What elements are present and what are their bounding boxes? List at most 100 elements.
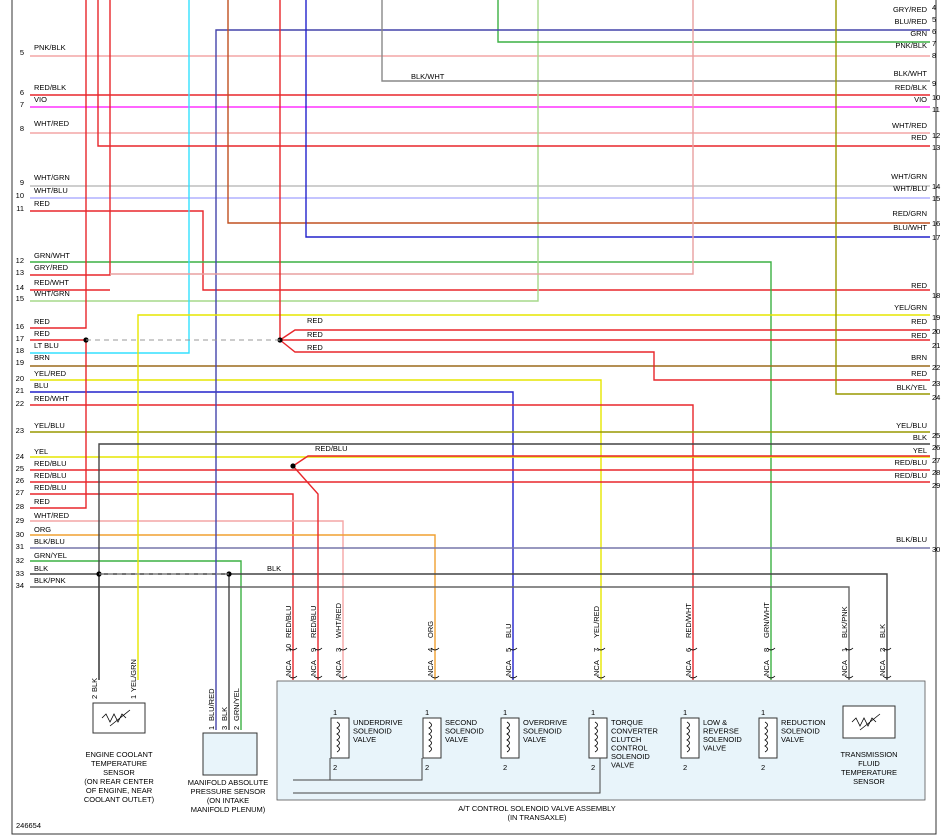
solenoid-label: SOLENOID [353,727,392,736]
right-pin-wire-label: RED/GRN [892,209,927,218]
solenoid-return [318,758,423,781]
ect-pin-number: 1 [129,695,138,699]
left-pin-wire-label: RED/BLK [34,83,66,92]
wire-blk-yel [835,0,930,395]
connector-nca-label: NCA [334,660,343,676]
connector-wire-label: RED/BLU [284,605,293,638]
connector-terminal [596,647,606,679]
left-connector-pins: 5PNK/BLK6RED/BLK7VIO8WHT/RED9WHT/GRN10WH… [16,43,71,590]
ect-wire-label: BLK [90,678,99,692]
wire-wht-grn-15 [30,0,539,302]
left-pin-number: 29 [16,516,24,525]
right-pin-wire-label: RED/BLU [894,471,927,480]
right-pin-number: 10 [932,93,940,102]
solenoid-label: TORQUE [611,718,643,727]
left-pin-number: 9 [20,178,24,187]
right-pin-number: 16 [932,219,940,228]
solenoid-pin-2: 2 [683,763,687,772]
wire-red-13 [97,0,930,147]
assembly-connector: NCA10RED/BLUNCA9RED/BLUNCA3WHT/REDNCA4OR… [284,602,892,679]
left-pin-number: 8 [20,124,24,133]
right-pin-wire-label: WHT/RED [892,121,928,130]
solenoid-pin-2: 2 [761,763,765,772]
right-pin-wire-label: BLU/WHT [893,223,927,232]
right-pin-number: 20 [932,327,940,336]
right-pin-number: 6 [932,27,936,36]
map-wire-label: GRN/YEL [232,688,241,721]
wire-red-11 [30,210,930,291]
figure-id: 246654 [16,821,41,830]
left-pin-number: 20 [16,374,24,383]
wire-wht-red-29 [30,520,344,680]
left-pin-number: 22 [16,399,24,408]
connector-pin-number: 1 [840,648,849,652]
wire-red-20 [279,329,930,341]
solenoid-label: VALVE [353,735,376,744]
ect-sensor-label: ENGINE COOLANT [85,750,153,759]
connector-terminal [313,647,323,679]
left-pin-number: 18 [16,346,24,355]
left-pin-number: 10 [16,191,24,200]
tft-sensor-label: TRANSMISSION [840,750,897,759]
map-sensor-body [202,732,258,776]
splice-label-red-a: RED [307,316,323,325]
right-pin-wire-label: GRN [910,29,927,38]
solenoid-label: SOLENOID [523,727,562,736]
left-pin-wire-label: BRN [34,353,50,362]
solenoid-pin-2: 2 [503,763,507,772]
solenoid-label: SECOND [445,718,478,727]
left-pin-wire-label: RED/WHT [34,394,69,403]
splice-label-red-b: RED [307,330,323,339]
left-pin-wire-label: YEL/BLU [34,421,65,430]
left-pin-number: 7 [20,100,24,109]
solenoid-label: CLUTCH [611,735,641,744]
assembly-subtitle: (IN TRANSAXLE) [507,813,567,822]
ect-sensor-label: OF ENGINE, NEAR [86,786,153,795]
wire-lt-blu [30,0,190,354]
right-pin-wire-label: RED [911,331,927,340]
diagram-frame [11,0,937,835]
right-pin-wire-label: YEL [913,446,927,455]
map-wire-label: BLK [220,707,229,721]
left-pin-wire-label: PNK/BLK [34,43,66,52]
right-pin-number: 27 [932,456,940,465]
solenoid-coil-icon [428,721,432,753]
wire-blk-wht [381,0,930,82]
solenoid-label: VALVE [445,735,468,744]
connector-wire-label: YEL/RED [592,605,601,638]
left-pin-wire-label: RED [34,329,50,338]
right-pin-number: 28 [932,468,940,477]
right-pin-wire-label: BLK/WHT [894,69,928,78]
left-pin-wire-label: WHT/GRN [34,289,70,298]
right-pin-number: 4 [932,3,936,12]
right-pin-number: 22 [932,363,940,372]
connector-wire-label: GRN/WHT [762,602,771,638]
wire-gry-red-right [110,0,694,275]
ect-wire-label: YEL/GRN [129,659,138,692]
right-pin-wire-label: BLK/WHT [894,0,928,2]
connector-terminal [844,647,854,679]
left-pin-wire-label: BLU [34,381,49,390]
left-pin-wire-label: VIO [34,95,47,104]
tft-sensor-label: SENSOR [853,777,885,786]
left-pin-wire-label: ORG [34,525,51,534]
map-pin-number: 2 [232,726,241,730]
solenoid-label: VALVE [611,761,634,770]
right-pin-wire-label: RED [911,317,927,326]
left-pin-wire-label: RED [34,317,50,326]
tft-sensor-label: FLUID [858,759,880,768]
solenoid-pin-1: 1 [591,708,595,717]
connector-pin-number: 8 [762,648,771,652]
wire-red-grn [227,0,930,224]
left-pin-wire-label: YEL/RED [34,369,67,378]
right-pin-number: 12 [932,131,940,140]
right-pin-wire-label: PNK/BLK [895,41,927,50]
right-pin-number: 9 [932,79,936,88]
splice-label-blk-wht: BLK/WHT [411,72,445,81]
left-pin-number: 23 [16,426,24,435]
right-pin-number: 13 [932,143,940,152]
connector-terminal [338,647,348,679]
wire-blu [30,391,514,680]
